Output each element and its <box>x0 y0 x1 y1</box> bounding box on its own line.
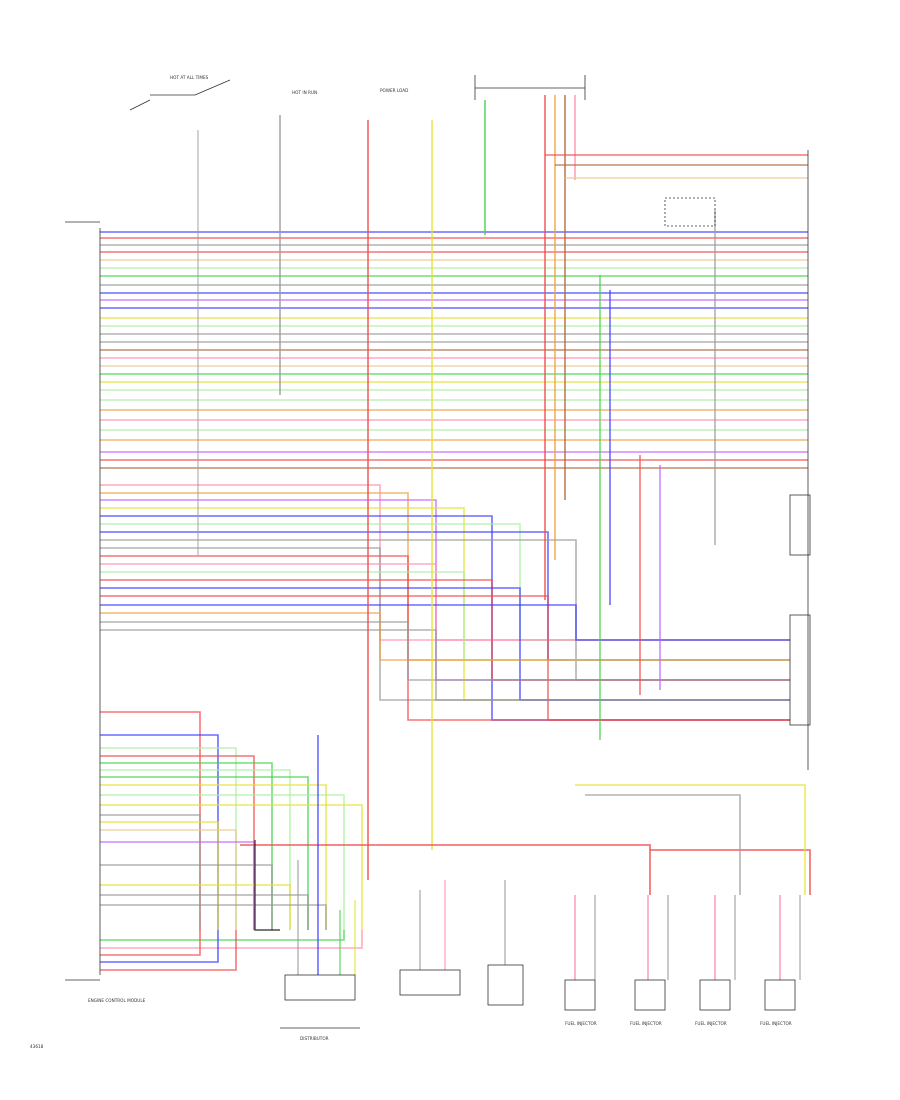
wire-55 <box>100 776 309 930</box>
wire-47 <box>100 621 790 681</box>
wire-68 <box>100 930 363 949</box>
wire-49 <box>100 711 201 930</box>
wire-91 <box>575 784 806 895</box>
injector-3-label: FUEL INJECTOR <box>695 1021 727 1026</box>
wire-54 <box>100 769 291 930</box>
distributor-box <box>284 974 356 1001</box>
wire-38 <box>100 547 790 701</box>
top-switch-line-2 <box>194 79 231 96</box>
wire-57 <box>100 794 345 930</box>
wire-62 <box>100 841 255 930</box>
wire-70 <box>100 930 219 963</box>
relay-box <box>664 197 716 227</box>
wires-layer <box>100 95 811 980</box>
wire-41 <box>100 571 790 661</box>
wire-44 <box>100 595 790 721</box>
knock-sensor-box <box>487 964 524 1006</box>
injector-3 <box>699 979 731 1011</box>
wire-89 <box>240 844 651 895</box>
center-top-label: POWER LOAD <box>380 88 408 93</box>
wire-66 <box>100 904 327 930</box>
top-switch-label: HOT AT ALL TIMES <box>170 75 209 80</box>
injector-1 <box>564 979 596 1011</box>
wire-46 <box>100 612 790 661</box>
structure-layer <box>65 75 811 1029</box>
wire-60 <box>100 821 219 930</box>
ecm-label: ENGINE CONTROL MODULE <box>88 998 146 1003</box>
wire-51 <box>100 747 237 930</box>
center-connector-box <box>789 494 811 556</box>
wire-92 <box>585 794 741 895</box>
wire-31 <box>100 492 790 661</box>
page-number: 43618 <box>30 1044 44 1049</box>
wire-40 <box>100 563 790 641</box>
wire-58 <box>100 804 363 930</box>
injector-4-label: FUEL INJECTOR <box>760 1021 792 1026</box>
ignition-coil <box>399 969 461 996</box>
injector-4 <box>764 979 796 1011</box>
wire-52 <box>100 755 255 930</box>
wire-90 <box>650 849 811 895</box>
wire-33 <box>100 507 790 701</box>
wire-56 <box>100 784 327 930</box>
injector-2-label: FUEL INJECTOR <box>630 1021 662 1026</box>
wire-67 <box>100 930 345 941</box>
wire-69 <box>100 930 201 956</box>
wire-63 <box>100 864 273 930</box>
wire-65 <box>100 894 309 930</box>
injector-2 <box>634 979 666 1011</box>
hot-in-run-line <box>129 99 151 111</box>
wire-48 <box>100 629 790 701</box>
injector-1-label: FUEL INJECTOR <box>565 1021 597 1026</box>
wire-37 <box>100 539 790 681</box>
labels-layer: HOT AT ALL TIMES HOT IN RUN POWER LOAD 4… <box>30 75 792 1049</box>
wire-61 <box>100 829 237 930</box>
wire-32 <box>100 499 790 681</box>
hot-in-run-label: HOT IN RUN <box>292 90 317 95</box>
right-lower-connector <box>789 614 811 726</box>
wire-34 <box>100 515 790 721</box>
distributor-label: DISTRIBUTOR <box>300 1036 329 1041</box>
wire-108 <box>254 840 280 931</box>
wire-45 <box>100 604 790 641</box>
wire-64 <box>100 884 291 930</box>
wire-71 <box>100 930 237 971</box>
wire-59 <box>100 814 201 930</box>
